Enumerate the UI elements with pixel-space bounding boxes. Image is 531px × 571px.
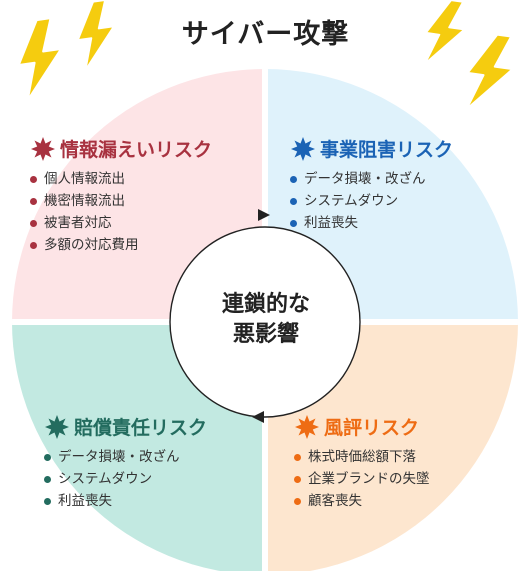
bullet-icon bbox=[30, 176, 37, 183]
list-item: データ損壊・改ざん bbox=[290, 168, 453, 190]
bullet-icon bbox=[294, 498, 301, 505]
bullet-icon bbox=[44, 498, 51, 505]
list-item: 個人情報流出 bbox=[30, 168, 212, 190]
center-label-line: 連鎖的な bbox=[221, 292, 310, 317]
center-label: 連鎖的な 悪影響 bbox=[196, 290, 336, 350]
bullet-icon bbox=[294, 454, 301, 461]
lightning-icon bbox=[77, 0, 115, 71]
quadrant-reputation: 風評リスク 株式時価総額下落 企業ブランドの失墜 顧客喪失 bbox=[294, 413, 430, 512]
center-label-line: 悪影響 bbox=[232, 322, 299, 347]
lightning-icon bbox=[17, 17, 62, 102]
bullet-icon bbox=[290, 220, 297, 227]
list-item: 企業ブランドの失墜 bbox=[294, 468, 430, 490]
burst-icon bbox=[291, 136, 315, 161]
bullet-icon bbox=[290, 198, 297, 205]
bullet-icon bbox=[44, 454, 51, 461]
bullet-icon bbox=[30, 242, 37, 249]
list-item: 機密情報流出 bbox=[30, 190, 212, 212]
page-title: サイバー攻撃 bbox=[181, 19, 350, 50]
cycle-arrow-top bbox=[258, 209, 270, 221]
lightning-icon bbox=[465, 33, 514, 111]
burst-icon bbox=[45, 414, 69, 439]
quadrant-leak: 情報漏えいリスク 個人情報流出 機密情報流出 被害者対応 多額の対応費用 bbox=[30, 135, 212, 256]
bullet-icon bbox=[294, 476, 301, 483]
quadrant-title: 賠償責任リスク bbox=[74, 417, 208, 439]
bullet-icon bbox=[30, 198, 37, 205]
quadrant-title: 情報漏えいリスク bbox=[60, 139, 213, 161]
bullet-icon bbox=[290, 176, 297, 183]
quadrant-title: 風評リスク bbox=[324, 417, 420, 439]
list-item: 利益喪失 bbox=[290, 212, 453, 234]
list-item: 利益喪失 bbox=[44, 490, 207, 512]
list-item: 多額の対応費用 bbox=[30, 234, 212, 256]
quadrant-compensation: 賠償責任リスク データ損壊・改ざん システムダウン 利益喪失 bbox=[44, 413, 207, 512]
bullet-icon bbox=[30, 220, 37, 227]
list-item: 顧客喪失 bbox=[294, 490, 430, 512]
burst-icon bbox=[295, 414, 319, 439]
quadrant-title: 事業阻害リスク bbox=[320, 139, 454, 161]
center-circle bbox=[169, 226, 361, 418]
bullet-icon bbox=[44, 476, 51, 483]
burst-icon bbox=[31, 136, 55, 161]
list-item: システムダウン bbox=[44, 468, 207, 490]
lightning-icon bbox=[424, 0, 466, 65]
list-item: システムダウン bbox=[290, 190, 453, 212]
list-item: 株式時価総額下落 bbox=[294, 446, 430, 468]
quadrant-business: 事業阻害リスク データ損壊・改ざん システムダウン 利益喪失 bbox=[290, 135, 453, 234]
cycle-arrow-bottom bbox=[252, 411, 264, 423]
list-item: データ損壊・改ざん bbox=[44, 446, 207, 468]
list-item: 被害者対応 bbox=[30, 212, 212, 234]
